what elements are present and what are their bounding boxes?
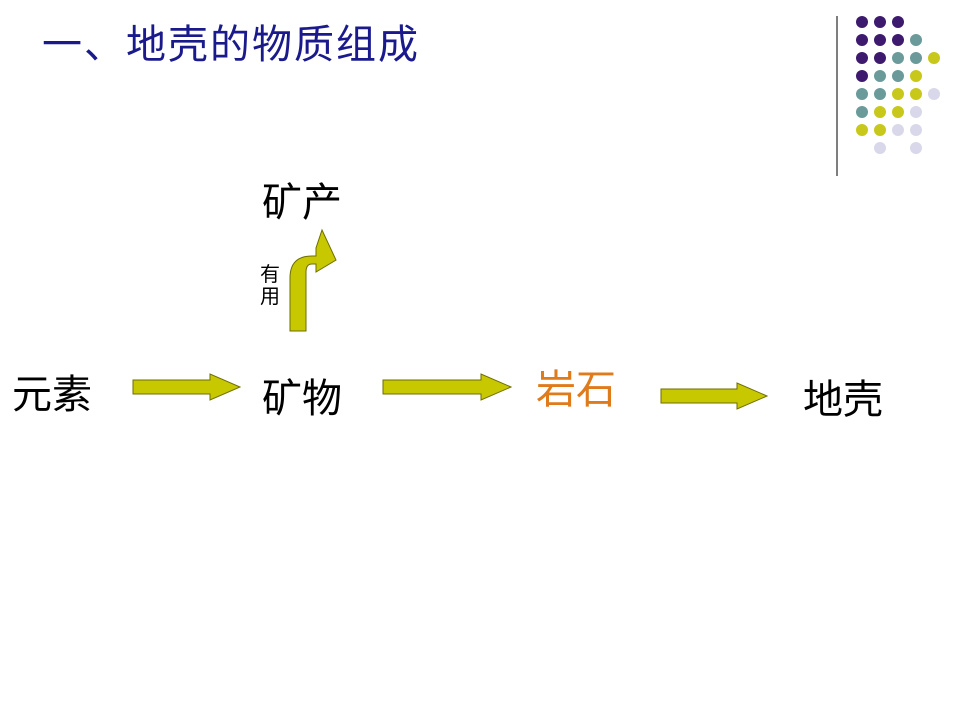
decorative-dot: [910, 70, 922, 82]
decorative-dot: [928, 88, 940, 100]
arrow-elements-to-minerals: [132, 373, 242, 401]
decorative-dot: [892, 16, 904, 28]
decorative-dot: [892, 88, 904, 100]
decorative-dot: [856, 124, 868, 136]
decorative-dot: [910, 124, 922, 136]
decorative-dot: [892, 52, 904, 64]
decorative-dot: [874, 124, 886, 136]
decorative-dot: [874, 88, 886, 100]
node-crust: 地壳: [803, 377, 883, 423]
decorative-dot: [874, 142, 886, 154]
decorative-dot: [874, 70, 886, 82]
decorative-dot: [910, 52, 922, 64]
arrow-minerals-to-deposits: [289, 228, 337, 332]
decorative-dot: [874, 106, 886, 118]
branch-label: 有 用: [258, 263, 282, 307]
branch-label-char-2: 用: [260, 284, 280, 308]
decorative-dot: [910, 142, 922, 154]
decorative-dot: [892, 70, 904, 82]
decorative-dot: [874, 34, 886, 46]
branch-label-char-1: 有: [260, 262, 280, 286]
node-mineral-deposits: 矿产: [262, 180, 342, 226]
arrow-rocks-to-crust: [660, 382, 769, 410]
decorative-dot: [892, 34, 904, 46]
decorative-dot: [910, 106, 922, 118]
decorative-dot: [856, 88, 868, 100]
decorative-dot: [910, 34, 922, 46]
node-rocks: 岩石: [536, 367, 616, 413]
decorative-dot: [856, 106, 868, 118]
decorative-dot: [856, 16, 868, 28]
decorative-dot: [892, 124, 904, 136]
node-minerals: 矿物: [262, 376, 342, 422]
decorative-dot: [856, 52, 868, 64]
decorative-dot: [928, 52, 940, 64]
slide-title: 一、地壳的物质组成: [42, 22, 420, 68]
decorative-dot: [874, 52, 886, 64]
decorative-dot: [856, 34, 868, 46]
arrow-minerals-to-rocks: [382, 373, 513, 401]
decorative-dot: [910, 88, 922, 100]
node-elements: 元素: [12, 372, 92, 418]
decorative-dot: [892, 106, 904, 118]
decorative-dot: [874, 16, 886, 28]
decorative-dot: [856, 70, 868, 82]
